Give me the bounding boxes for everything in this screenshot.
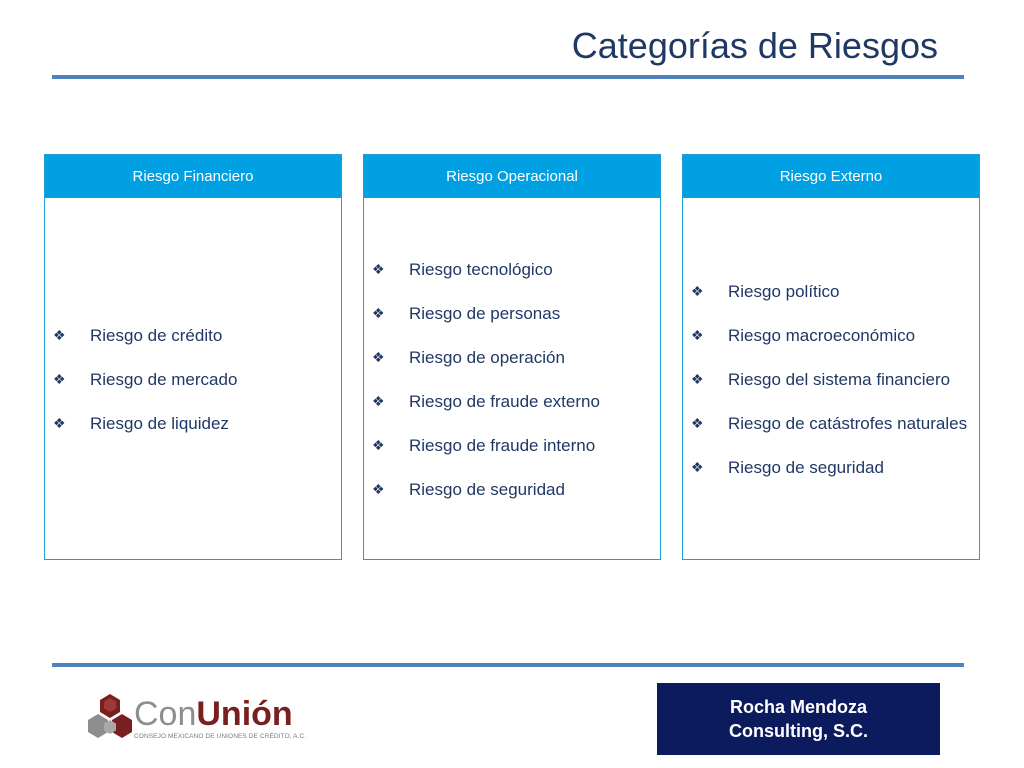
column-body: ❖ Riesgo político ❖ Riesgo macroeconómico ❖ R…: [683, 199, 979, 560]
column-riesgo-externo: Riesgo Externo ❖ Riesgo político ❖ Riesgo m…: [682, 154, 980, 560]
list-item-text: Riesgo de seguridad: [409, 480, 565, 499]
diamond-bullet-icon: ❖: [691, 415, 704, 431]
conunion-logo: ConUnión CONSEJO MEXICANO DE UNIONES DE …: [84, 692, 314, 748]
list-item-text: Riesgo de mercado: [90, 370, 238, 389]
list-item-text: Riesgo de seguridad: [728, 458, 884, 477]
list-item-text: Riesgo político: [728, 282, 840, 301]
conunion-subtitle: CONSEJO MEXICANO DE UNIONES DE CRÉDITO, …: [134, 733, 307, 740]
diamond-bullet-icon: ❖: [691, 371, 704, 387]
list-item: ❖ Riesgo de fraude interno: [372, 433, 650, 458]
column-header: Riesgo Operacional: [364, 155, 660, 199]
conunion-hexagon-icon: [88, 694, 132, 738]
slide-title: Categorías de Riesgos: [571, 25, 938, 66]
rocha-mendoza-line2: Consulting, S.C.: [729, 721, 868, 741]
diamond-bullet-icon: ❖: [53, 371, 66, 387]
list-item: ❖ Riesgo político: [691, 279, 969, 304]
list-item: ❖ Riesgo macroeconómico: [691, 323, 969, 348]
column-body: ❖ Riesgo tecnológico ❖ Riesgo de personas ❖ R…: [364, 199, 660, 560]
column-riesgo-operacional: Riesgo Operacional ❖ Riesgo tecnológico ❖ R…: [363, 154, 661, 560]
conunion-wordmark-union: Unión: [196, 695, 293, 733]
diamond-bullet-icon: ❖: [372, 437, 385, 453]
list-item: ❖ Riesgo de crédito: [53, 323, 331, 348]
list-item-text: Riesgo de personas: [409, 304, 561, 323]
diamond-bullet-icon: ❖: [53, 327, 66, 343]
list-item-text: Riesgo macroeconómico: [728, 326, 916, 345]
list-item-text: Riesgo de operación: [409, 348, 565, 367]
list-item: ❖ Riesgo de operación: [372, 345, 650, 370]
list-item: ❖ Riesgo de liquidez: [53, 411, 331, 436]
column-riesgo-financiero: Riesgo Financiero ❖ Riesgo de crédito ❖ Rie…: [44, 154, 342, 560]
diamond-bullet-icon: ❖: [372, 261, 385, 277]
diamond-bullet-icon: ❖: [691, 327, 704, 343]
conunion-wordmark: ConUnión: [134, 694, 293, 734]
diamond-bullet-icon: ❖: [53, 415, 66, 431]
diamond-bullet-icon: ❖: [372, 305, 385, 321]
rocha-mendoza-line1: Rocha Mendoza: [729, 697, 867, 717]
list-item: ❖ Riesgo de fraude externo: [372, 389, 650, 414]
rocha-mendoza-logo: Rocha Mendoza Consulting, S.C.: [657, 683, 940, 755]
list-item: ❖ Riesgo del sistema financiero: [691, 367, 969, 392]
footer-divider: [52, 663, 964, 667]
list-item-text: Riesgo de crédito: [90, 326, 223, 345]
list-item-text: Riesgo de liquidez: [90, 414, 229, 433]
diamond-bullet-icon: ❖: [372, 393, 385, 409]
list-item-text: Riesgo de fraude interno: [409, 436, 596, 455]
diamond-bullet-icon: ❖: [691, 459, 704, 475]
column-header: Riesgo Externo: [683, 155, 979, 199]
diamond-bullet-icon: ❖: [372, 349, 385, 365]
list-item: ❖ Riesgo de mercado: [53, 367, 331, 392]
list-item: ❖ Riesgo de personas: [372, 301, 650, 326]
column-header: Riesgo Financiero: [45, 155, 341, 199]
list-item-text: Riesgo de fraude externo: [409, 392, 600, 411]
list-item-text: Riesgo del sistema financiero: [728, 370, 951, 389]
conunion-wordmark-con: Con: [134, 695, 197, 733]
list-item-text: Riesgo tecnológico: [409, 260, 553, 279]
risk-list: ❖ Riesgo de crédito ❖ Riesgo de mercado ❖ Rie…: [53, 323, 331, 436]
list-item: ❖ Riesgo de seguridad: [691, 455, 969, 480]
list-item: ❖ Riesgo de seguridad: [372, 477, 650, 502]
list-item: ❖ Riesgo tecnológico: [372, 257, 650, 282]
diamond-bullet-icon: ❖: [372, 481, 385, 497]
diamond-bullet-icon: ❖: [691, 283, 704, 299]
risk-list: ❖ Riesgo tecnológico ❖ Riesgo de personas ❖ R…: [372, 257, 650, 502]
title-divider: [52, 75, 964, 79]
list-item: ❖ Riesgo de catástrofes naturales: [691, 411, 969, 436]
column-body: ❖ Riesgo de crédito ❖ Riesgo de mercado ❖ Rie…: [45, 199, 341, 560]
risk-list: ❖ Riesgo político ❖ Riesgo macroeconómico ❖ R…: [691, 279, 969, 480]
list-item-text: Riesgo de catástrofes naturales: [728, 414, 968, 433]
